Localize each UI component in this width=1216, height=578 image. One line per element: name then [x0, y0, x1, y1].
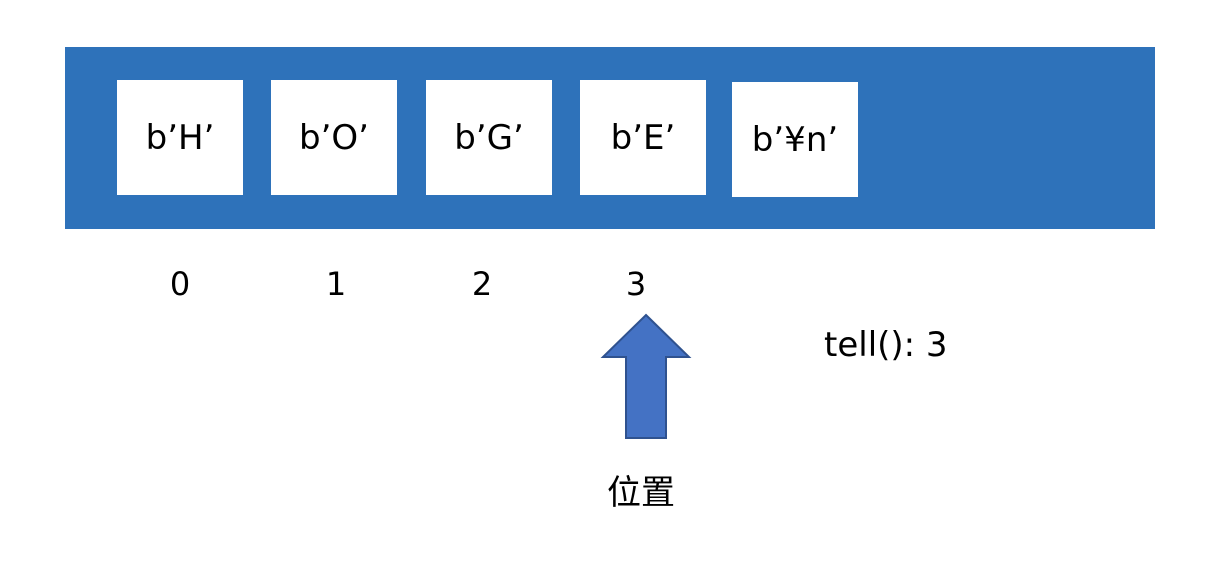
up-arrow-icon — [600, 313, 692, 439]
byte-cell-value: b’O’ — [299, 117, 369, 158]
position-label: 位置 — [607, 473, 675, 513]
tell-readout: tell(): 3 — [824, 325, 948, 365]
byte-cell-4: b’¥n’ — [732, 82, 858, 197]
byte-cell-value: b’G’ — [454, 117, 524, 158]
index-label-2: 2 — [471, 265, 493, 303]
index-label-1: 1 — [325, 265, 347, 303]
byte-cell-value: b’E’ — [610, 117, 676, 158]
byte-cell-2: b’G’ — [426, 80, 552, 195]
byte-cell-value: b’H’ — [145, 117, 215, 158]
byte-cell-0: b’H’ — [117, 80, 243, 195]
byte-cell-1: b’O’ — [271, 80, 397, 195]
byte-cell-3: b’E’ — [580, 80, 706, 195]
arrow-shape — [600, 313, 692, 439]
index-label-3: 3 — [625, 265, 647, 303]
index-label-0: 0 — [169, 265, 191, 303]
byte-cell-value: b’¥n’ — [751, 119, 839, 160]
